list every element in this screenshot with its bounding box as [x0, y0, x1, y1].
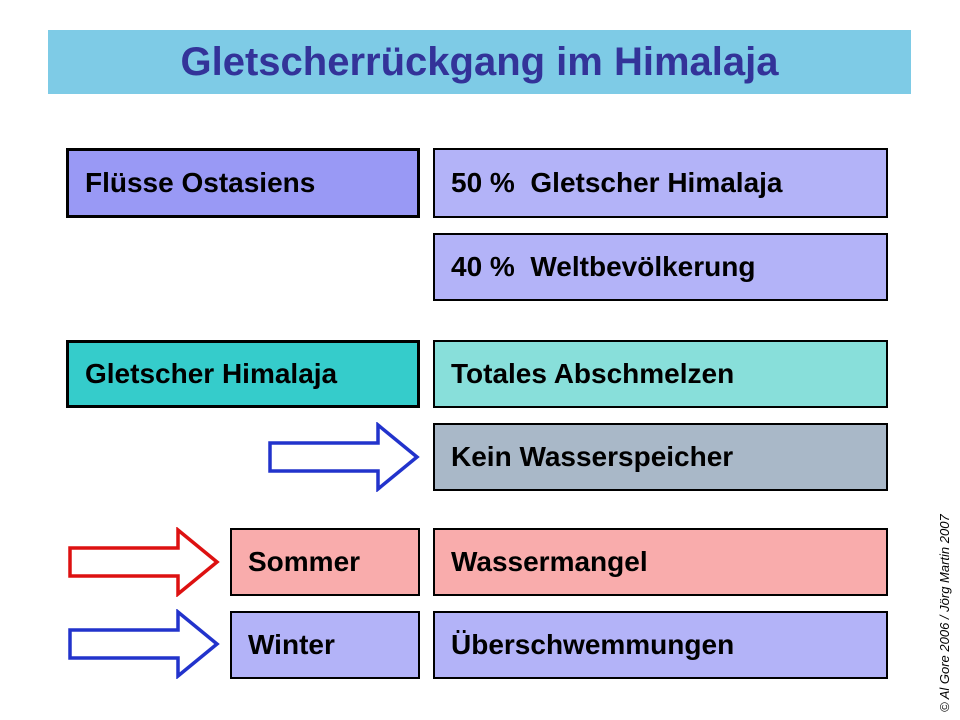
blue-right-arrow-icon — [68, 609, 220, 679]
box-kein-wasserspeicher: Kein Wasserspeicher — [433, 423, 888, 491]
box-label: Sommer — [248, 546, 361, 577]
page-title: Gletscherrückgang im Himalaja — [180, 39, 779, 84]
box-label: Totales Abschmelzen — [451, 358, 735, 389]
red-right-arrow-icon — [68, 527, 220, 597]
box-label: Flüsse Ostasiens — [85, 167, 316, 198]
blue-right-arrow-icon — [268, 422, 420, 492]
box-ueberschwemmungen: Überschwemmungen — [433, 611, 888, 679]
box-gletscher-himalaja: Gletscher Himalaja — [66, 340, 420, 408]
box-50-prozent-gletscher: 50 % Gletscher Himalaja — [433, 148, 888, 218]
box-totales-abschmelzen: Totales Abschmelzen — [433, 340, 888, 408]
box-40-prozent-weltbevoelkerung: 40 % Weltbevölkerung — [433, 233, 888, 301]
box-label: Überschwemmungen — [451, 629, 735, 660]
box-label: Gletscher Himalaja — [85, 358, 338, 389]
copyright-credit: © Al Gore 2006 / Jörg Martin 2007 — [937, 514, 952, 712]
box-label: Wassermangel — [451, 546, 648, 577]
box-label: Winter — [248, 629, 335, 660]
box-label: Kein Wasserspeicher — [451, 441, 734, 472]
box-label: 40 % Weltbevölkerung — [451, 251, 756, 282]
box-sommer: Sommer — [230, 528, 420, 596]
box-wassermangel: Wassermangel — [433, 528, 888, 596]
title-bar: Gletscherrückgang im Himalaja — [48, 30, 911, 94]
box-fluesse-ostasiens: Flüsse Ostasiens — [66, 148, 420, 218]
box-label: 50 % Gletscher Himalaja — [451, 167, 783, 198]
box-winter: Winter — [230, 611, 420, 679]
